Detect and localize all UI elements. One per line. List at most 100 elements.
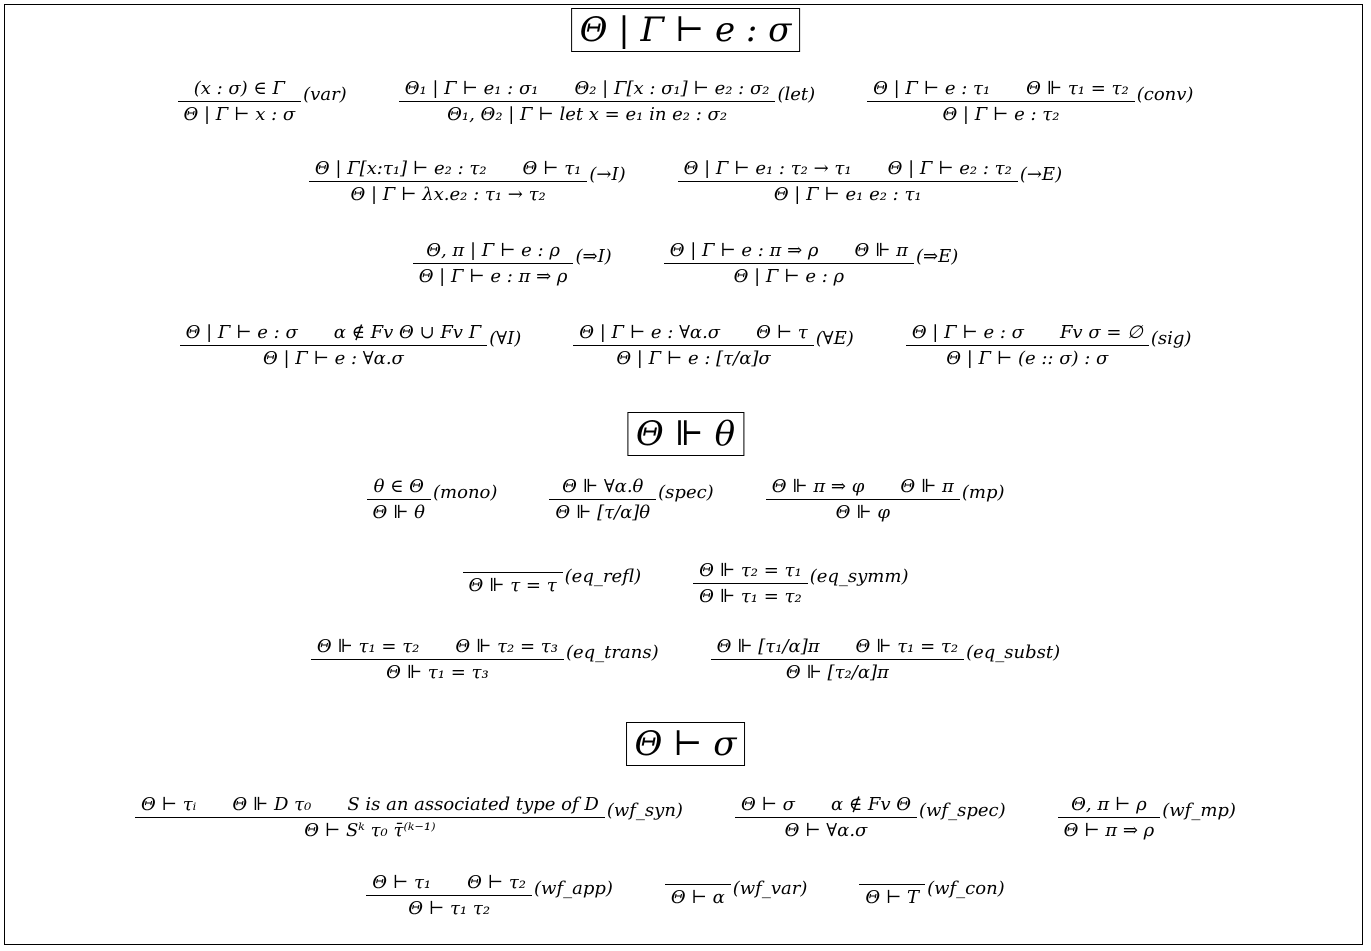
rule-bar	[1057, 817, 1161, 818]
rule-fraction: θ ∈ Θ Θ ⊩ θ	[366, 476, 432, 523]
rule-premises: Θ ⊩ ∀α.θ	[556, 476, 649, 499]
figure-frame	[4, 4, 1363, 945]
rule-conclusion: Θ₁, Θ₂ | Γ ⊢ let x = e₁ in e₂ : σ₂	[447, 104, 728, 125]
rule-conclusion: Θ | Γ ⊢ e : ∀α.σ	[262, 348, 404, 369]
rule-name: (eq_refl)	[564, 566, 642, 587]
rule-conclusion: Θ | Γ ⊢ x : σ	[183, 104, 296, 125]
rule-premise: Θ | Γ ⊢ e : π ⇒ ρ	[669, 240, 819, 261]
rule-conclusion: Θ | Γ ⊢ e : τ₂	[942, 104, 1060, 125]
rule-premise: Θ ⊩ π	[854, 240, 909, 261]
rule-premises: θ ∈ Θ	[368, 476, 430, 499]
rule-fraction: Θ | Γ ⊢ e : τ₁ Θ ⊩ τ₁ = τ₂ Θ | Γ ⊢ e : τ₂	[867, 78, 1135, 125]
judgement-heading: Θ ⊩ θ	[626, 412, 745, 456]
rule-name: (∀E)	[815, 328, 854, 349]
rule-bar	[765, 499, 960, 500]
rule-name: (eq_symm)	[809, 566, 909, 587]
rule-name: (eq_subst)	[966, 642, 1061, 663]
rule-conclusion: Θ | Γ ⊢ e₁ e₂ : τ₁	[773, 184, 922, 205]
rule-name: (wf_con)	[927, 878, 1005, 899]
rule-name: (wf_mp)	[1162, 800, 1236, 821]
rule-name: (→E)	[1019, 164, 1063, 185]
rule-premise: α ∉ Fv Θ ∪ Fv Γ	[333, 322, 482, 343]
rule-premise: Θ ⊢ τ₁	[522, 158, 582, 179]
rule-bar	[462, 571, 563, 573]
rule-name: (wf_var)	[732, 878, 808, 899]
rule-fraction: Θ ⊩ τ = τ	[462, 571, 563, 596]
rule-bar	[179, 345, 488, 346]
rule-name: (spec)	[658, 482, 714, 503]
rule-premise: Θ | Γ ⊢ e₂ : τ₂	[887, 158, 1012, 179]
rule-bar	[859, 883, 926, 885]
rule-premise: Θ, π | Γ ⊢ e : ρ	[426, 240, 560, 261]
rule-premise: Θ ⊩ D τ₀	[232, 794, 312, 815]
rule-name: (mp)	[961, 482, 1005, 503]
inference-rule: Θ ⊩ ∀α.θ Θ ⊩ [τ/α]θ (spec)	[549, 476, 714, 523]
rule-premise: Θ ⊢ τ₁	[372, 872, 432, 893]
rule-bar	[135, 817, 605, 818]
rule-bar	[663, 263, 915, 264]
rule-premise: Θ₁ | Γ ⊢ e₁ : σ₁	[404, 78, 539, 99]
rule-premises: Θ, π ⊢ ρ	[1065, 794, 1153, 817]
rule-premise: (x : σ) ∈ Γ	[193, 78, 285, 99]
judgement-heading: Θ ⊢ σ	[625, 722, 746, 766]
rule-conclusion: Θ | Γ ⊢ λx.e₂ : τ₁ → τ₂	[350, 184, 546, 205]
rule-name: (conv)	[1136, 84, 1194, 105]
rule-name: (var)	[303, 84, 347, 105]
rule-premise: Θ | Γ ⊢ e : τ₁	[873, 78, 991, 99]
rule-conclusion: Θ ⊩ θ	[372, 502, 426, 523]
rule-premise: Θ ⊩ π	[900, 476, 954, 497]
rule-premises: Θ | Γ ⊢ e : π ⇒ ρ Θ ⊩ π	[664, 240, 914, 263]
rule-fraction: Θ ⊩ ∀α.θ Θ ⊩ [τ/α]θ	[549, 476, 657, 523]
rule-name: (⇒E)	[916, 246, 959, 267]
rule-bar	[366, 499, 432, 500]
rule-name: (wf_app)	[534, 878, 613, 899]
rule-premise: Θ ⊩ τ₁ = τ₂	[1026, 78, 1129, 99]
rule-name: (sig)	[1150, 328, 1192, 349]
rule-conclusion: Θ ⊩ τ = τ	[468, 574, 557, 596]
rule-conclusion: Θ ⊢ α	[670, 886, 725, 908]
rule-conclusion: Θ ⊩ [τ/α]θ	[555, 502, 651, 523]
rule-premises: (x : σ) ∈ Γ	[188, 78, 291, 101]
rule-bar	[710, 659, 965, 660]
rule-premise: Θ | Γ ⊢ e : σ	[911, 322, 1024, 343]
rule-name: (∀I)	[489, 328, 522, 349]
rule-premise: Θ ⊩ [τ₁/α]π	[716, 636, 820, 657]
rule-bar	[308, 181, 588, 182]
rule-bar	[573, 345, 814, 346]
rule-premise: Fv σ = ∅	[1059, 322, 1143, 343]
